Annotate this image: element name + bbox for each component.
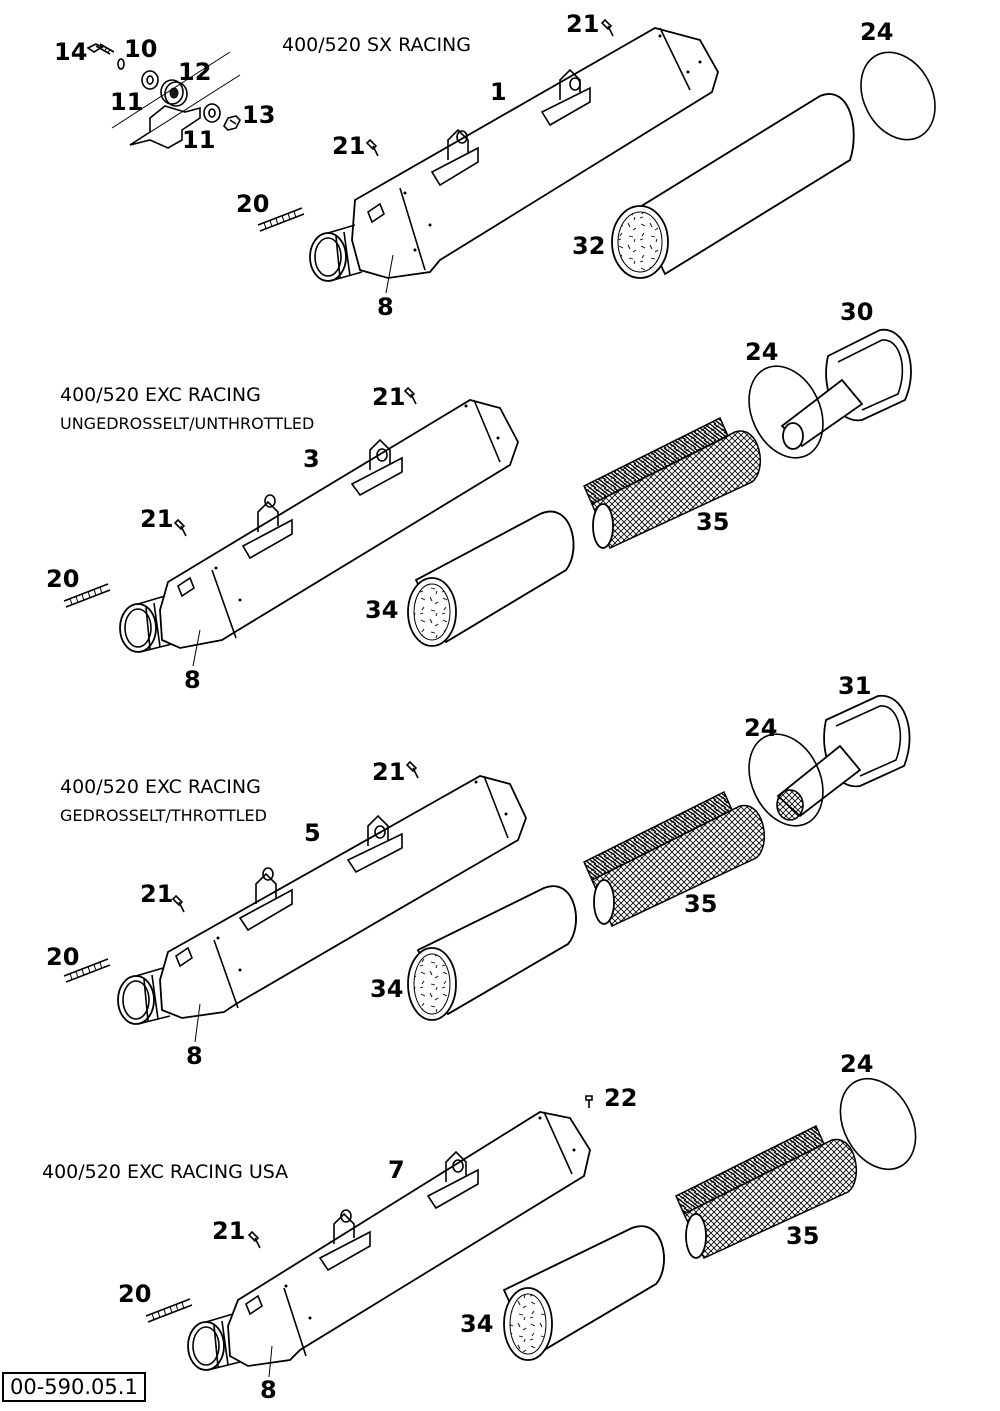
grommet-12 [160,79,188,107]
baffle-35 [675,1124,857,1259]
bolt-21-top [600,18,614,37]
callout-32: 32 [572,232,605,260]
silencer-3 [159,399,519,649]
baffle-35 [583,416,761,550]
callout-35: 35 [684,890,717,918]
callout-12: 12 [178,58,211,86]
callout-35: 35 [786,1222,819,1250]
callout-14: 14 [54,38,87,66]
callout-3: 3 [303,445,320,473]
washer-10 [117,58,125,70]
callout-20: 20 [46,943,79,971]
callout-5: 5 [304,819,321,847]
callout-34: 34 [365,596,398,624]
exc-throttled-title: 400/520 EXC RACING [60,776,261,798]
exc-unthrottled-title: 400/520 EXC RACING [60,384,261,406]
callout-21-mid: 21 [212,1217,245,1245]
o-ring-24 [860,51,936,141]
silencer-1 [351,27,719,279]
callout-24: 24 [745,338,778,366]
callout-1: 1 [490,78,507,106]
bolt-21-mid [365,138,379,157]
o-ring-24 [748,733,824,827]
callout-11-upper: 11 [110,88,143,116]
washer-11-lower [203,103,221,123]
callout-21-mid: 21 [140,505,173,533]
callout-8: 8 [260,1376,277,1404]
stud-20 [145,1298,193,1323]
callout-20: 20 [46,565,79,593]
sx-racing-section: 400/520 SX RACING [236,10,936,321]
callout-21-top: 21 [372,383,405,411]
bolt-21-mid [171,894,185,913]
exc-usa-title: 400/520 EXC RACING USA [42,1161,288,1183]
insulation-32 [611,93,855,279]
stud-20 [257,207,305,232]
sx-racing-title: 400/520 SX RACING [282,34,471,56]
callout-34: 34 [370,975,403,1003]
callout-22: 22 [604,1084,637,1112]
insulation-34 [407,885,577,1021]
callout-8: 8 [377,293,394,321]
nut-13 [223,115,241,131]
callout-21-top: 21 [372,758,405,786]
stud-20 [63,583,111,608]
mounting-hardware-group: 14 10 11 12 11 13 [54,35,275,154]
diagram-code-label: 00-590.05.1 [2,1372,146,1402]
screw-22 [585,1095,593,1108]
silencer-5 [159,775,527,1019]
callout-20: 20 [236,190,269,218]
callout-24: 24 [860,18,893,46]
callout-24: 24 [840,1050,873,1078]
bolt-21-mid [247,1230,261,1249]
exc-unthrottled-subtitle: UNGEDROSSELT/UNTHROTTLED [60,414,314,433]
callout-21-top: 21 [566,10,599,38]
callout-21-mid: 21 [332,132,365,160]
inlet-pipe-8 [309,224,363,282]
callout-8: 8 [186,1042,203,1070]
callout-11-lower: 11 [182,126,215,154]
o-ring-24 [839,1077,917,1171]
insulation-34 [502,1225,665,1361]
insulation-34 [407,510,575,647]
bolt-21-top [403,386,417,405]
end-cap-31 [776,695,911,821]
o-ring-24 [748,365,824,459]
callout-21-mid: 21 [140,880,173,908]
washer-11-upper [141,70,159,90]
baffle-35 [583,790,765,928]
callout-10: 10 [124,35,157,63]
exc-throttled-subtitle: GEDROSSELT/THROTTLED [60,806,267,825]
callout-34: 34 [460,1310,493,1338]
callout-20: 20 [118,1280,151,1308]
inlet-pipe-8 [187,1313,241,1371]
bolt-21-top [405,760,419,779]
callout-35: 35 [696,508,729,536]
callout-8: 8 [184,666,201,694]
end-cap-30 [780,329,912,450]
callout-7: 7 [388,1156,405,1184]
callout-31: 31 [838,672,871,700]
bolt-21-mid [173,518,187,537]
exc-throttled-section: 400/520 EXC RACING GEDROSSELT/THROTTLED [46,672,911,1070]
exc-unthrottled-section: 400/520 EXC RACING UNGEDROSSELT/UNTHROTT… [46,298,912,694]
stud-20 [63,958,111,983]
bolt-14 [86,43,115,55]
inlet-pipe-8 [119,595,173,653]
inlet-pipe-8 [117,967,171,1025]
callout-13: 13 [242,101,275,129]
callout-24: 24 [744,714,777,742]
callout-30: 30 [840,298,873,326]
silencer-7 [227,1111,591,1367]
exc-usa-section: 400/520 EXC RACING USA [42,1050,917,1404]
